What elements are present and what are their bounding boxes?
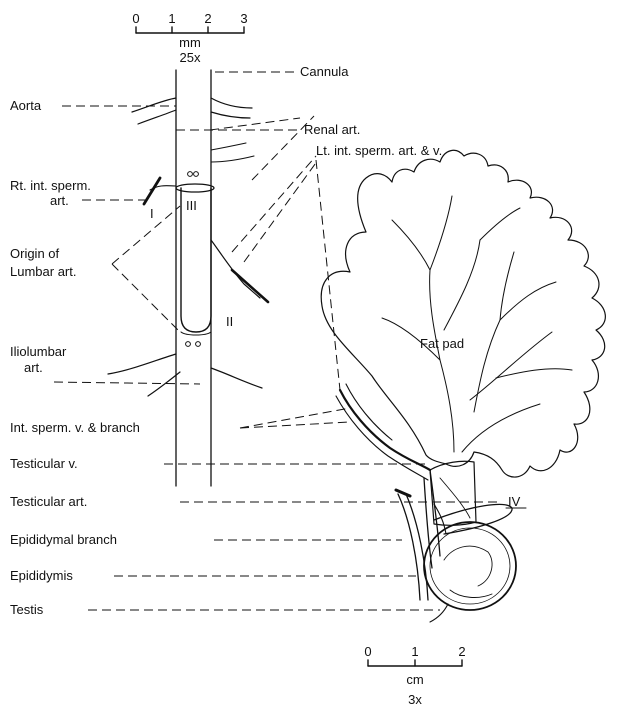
- scale-mm-tick-2: 2: [204, 11, 211, 26]
- testis-fat-pad-drawing: [321, 150, 605, 622]
- label-aorta: Aorta: [10, 98, 42, 113]
- label-epididymal-branch: Epididymal branch: [10, 532, 117, 547]
- label-rt-int-sperm-line1: Rt. int. sperm.: [10, 178, 91, 193]
- label-testicular-v: Testicular v.: [10, 456, 78, 471]
- labels: Cannula Aorta Renal art. Lt. int. sperm.…: [10, 64, 464, 617]
- label-origin-lumbar-line2: Lumbar art.: [10, 264, 76, 279]
- scale-mm-unit: mm: [179, 35, 201, 50]
- scale-mm-tick-3: 3: [240, 11, 247, 26]
- label-testis: Testis: [10, 602, 44, 617]
- label-rt-int-sperm-line2: art.: [50, 193, 69, 208]
- marker-ii: II: [226, 314, 233, 329]
- scale-mm-tick-1: 1: [168, 11, 175, 26]
- label-iliolumbar-line2: art.: [24, 360, 43, 375]
- marker-iv: IV: [508, 494, 521, 509]
- scale-cm-tick-1: 1: [411, 644, 418, 659]
- scale-bar-cm: 0 1 2 cm 3x: [364, 644, 465, 707]
- scale-cm-unit: cm: [406, 672, 423, 687]
- label-origin-lumbar-line1: Origin of: [10, 246, 60, 261]
- label-renal-art: Renal art.: [304, 122, 360, 137]
- scale-cm-tick-2: 2: [458, 644, 465, 659]
- label-int-sperm-v: Int. sperm. v. & branch: [10, 420, 140, 435]
- scale-mm-magnification: 25x: [180, 50, 201, 65]
- label-lt-int-sperm: Lt. int. sperm. art. & v.: [316, 143, 442, 158]
- label-iliolumbar-line1: Iliolumbar: [10, 344, 67, 359]
- label-testicular-art: Testicular art.: [10, 494, 87, 509]
- label-epididymis: Epididymis: [10, 568, 73, 583]
- marker-i: I: [150, 206, 154, 221]
- scale-mm-tick-0: 0: [132, 11, 139, 26]
- scale-bar-mm: 0 1 2 3 mm 25x: [132, 11, 247, 65]
- label-cannula: Cannula: [300, 64, 349, 79]
- ligature-markers: I III II IV: [150, 198, 526, 509]
- scale-cm-magnification: 3x: [408, 692, 422, 707]
- scale-cm-tick-0: 0: [364, 644, 371, 659]
- marker-iii: III: [186, 198, 197, 213]
- label-fat-pad: Fat pad: [420, 336, 464, 351]
